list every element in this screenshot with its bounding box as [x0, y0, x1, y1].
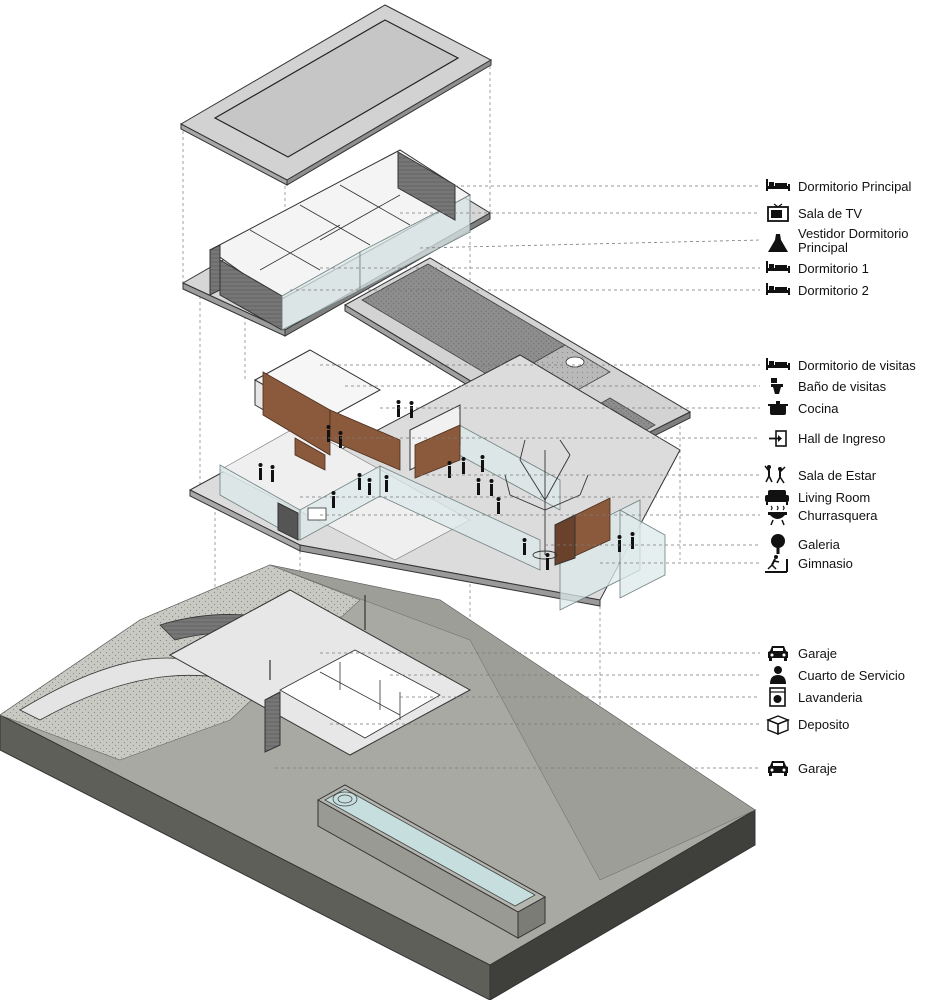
roof-slab: [179, 4, 493, 186]
legend-label-cocina: Cocina: [798, 401, 839, 416]
washing-machine-icon: [769, 687, 786, 707]
box-icon: [766, 715, 790, 736]
legend-label-lavanderia: Lavanderia: [798, 690, 863, 705]
legend-label-living-room: Living Room: [798, 490, 870, 505]
bed-icon: [766, 358, 790, 370]
legend-label-bano-de-visitas: Baño de visitas: [798, 379, 887, 394]
dancing-people-icon: [764, 465, 786, 484]
legend-label-sala-de-estar: Sala de Estar: [798, 468, 877, 483]
toilet-icon: [771, 378, 783, 394]
legend-label-dormitorio-2: Dormitorio 2: [798, 283, 869, 298]
leader-lines: [275, 185, 761, 769]
legend-label-garaje-2: Garaje: [798, 761, 837, 776]
legend-label-hall-de-ingreso: Hall de Ingreso: [798, 431, 885, 446]
legend-label-garaje: Garaje: [798, 646, 837, 661]
sofa-icon: [765, 490, 789, 505]
bed-icon: [766, 283, 790, 295]
tv-icon: [767, 203, 789, 222]
person-icon: [770, 666, 786, 684]
grill-icon: [768, 505, 787, 526]
entrance-icon: [769, 430, 787, 447]
pot-icon: [768, 401, 788, 415]
legend-label-gimnasio: Gimnasio: [798, 556, 853, 571]
legend-label-vestidor-line-2: Principal: [798, 240, 848, 255]
bed-icon: [766, 179, 790, 191]
legend-label-sala-de-tv: Sala de TV: [798, 206, 862, 221]
people-figures: [258, 400, 635, 570]
car-icon: [768, 646, 788, 661]
upper-floor: [181, 149, 491, 337]
legend-label-dormitorio-1: Dormitorio 1: [798, 261, 869, 276]
tree-icon: [771, 534, 785, 554]
bed-icon: [766, 261, 790, 273]
legend-icons: [764, 179, 790, 776]
treadmill-icon: [765, 555, 788, 573]
legend-labels: Dormitorio Principal Sala de TV Vestidor…: [798, 179, 916, 776]
legend-label-deposito: Deposito: [798, 717, 849, 732]
legend-label-dormitorio-principal: Dormitorio Principal: [798, 179, 912, 194]
dress-icon: [768, 234, 788, 252]
legend-label-churrasquera: Churrasquera: [798, 508, 878, 523]
legend-label-cuarto-de-servicio: Cuarto de Servicio: [798, 668, 905, 683]
legend-label-galeria: Galeria: [798, 537, 841, 552]
terrain-block: [0, 564, 756, 1000]
car-icon: [768, 761, 788, 776]
legend-label-vestidor-dormitorio-principal: Vestidor Dormitorio Principal: [798, 226, 912, 255]
tree: [504, 439, 589, 560]
legend-label-vestidor-line: Vestidor Dormitorio: [798, 226, 909, 241]
legend-label-dormitorio-de-visitas: Dormitorio de visitas: [798, 358, 916, 373]
